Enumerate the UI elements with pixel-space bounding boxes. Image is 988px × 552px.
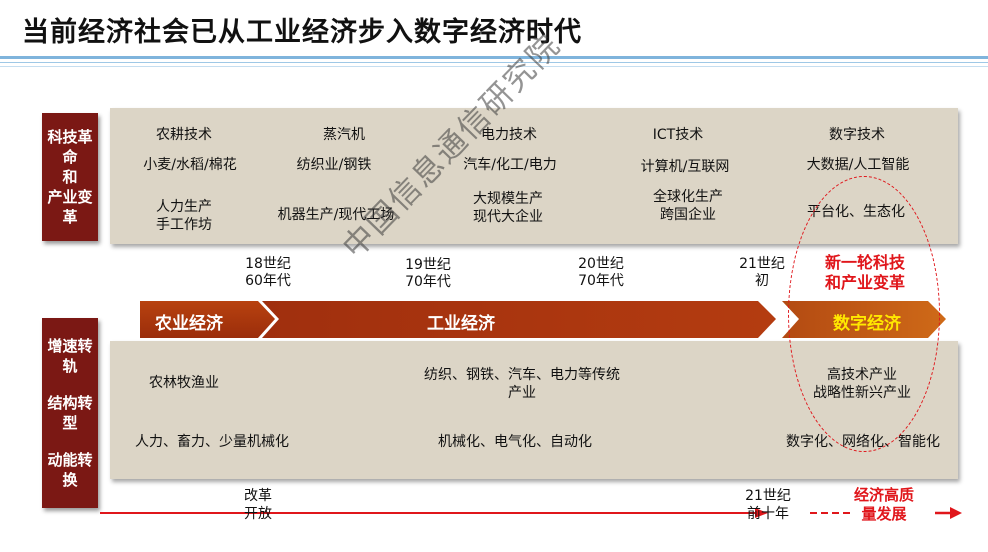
momentum-shift-label: 动能转换 [47,450,93,489]
digital-era-highlight-ellipse [788,176,940,452]
method-agriculture: 人力、畜力、少量机械化 [135,434,289,450]
industrial-economy-arrow [262,301,776,338]
product-steam: 纺织业/钢铁 [296,157,372,173]
era-label: 21世纪初 [739,256,785,289]
agricultural-economy-arrow [140,301,275,338]
structure-shift-label: 结构转型 [47,393,93,432]
mode-ict: 全球化生产跨国企业 [653,189,723,223]
mode-electric: 大规模生产现代大企业 [473,191,543,225]
method-industry: 机械化、电气化、自动化 [438,434,592,450]
product-digital: 大数据/人工智能 [806,157,910,173]
tech-steam: 蒸汽机 [323,127,365,143]
tech-revolution-label: 科技革 命 和 产业变 革 [42,113,98,241]
title-underline-faint [0,66,988,67]
early-21st-century-label: 21世纪前十年 [745,488,791,522]
industry-traditional: 纺织、钢铁、汽车、电力等传统产业 [424,367,620,401]
economic-transition-label: 增速转轨 结构转型 动能转换 [42,318,98,508]
page-title: 当前经济社会已从工业经济步入数字经济时代 [22,17,582,48]
growth-shift-label: 增速转轨 [47,337,93,376]
tech-ict: ICT技术 [652,127,704,143]
product-agriculture: 小麦/水稻/棉花 [143,157,237,173]
mode-steam: 机器生产/现代工场 [277,207,395,223]
product-electric: 汽车/化工/电力 [463,157,557,173]
tech-electric: 电力技术 [481,127,537,143]
reform-timeline-arrowhead [755,508,768,518]
industry-agriculture: 农林牧渔业 [149,375,219,391]
stage-label-agriculture: 农业经济 [155,314,223,334]
title-underline [0,56,988,59]
reform-opening-label: 改革开放 [244,488,272,522]
goal-arrowhead [950,507,962,519]
high-quality-development-label: 经济高质量发展 [853,486,915,523]
stage-label-industry: 工业经济 [427,314,495,334]
tech-digital: 数字技术 [829,127,885,143]
product-ict: 计算机/互联网 [640,159,730,175]
title-underline-thin [0,62,988,63]
mode-agriculture: 人力生产手工作坊 [156,199,212,233]
tech-agriculture: 农耕技术 [156,127,212,143]
